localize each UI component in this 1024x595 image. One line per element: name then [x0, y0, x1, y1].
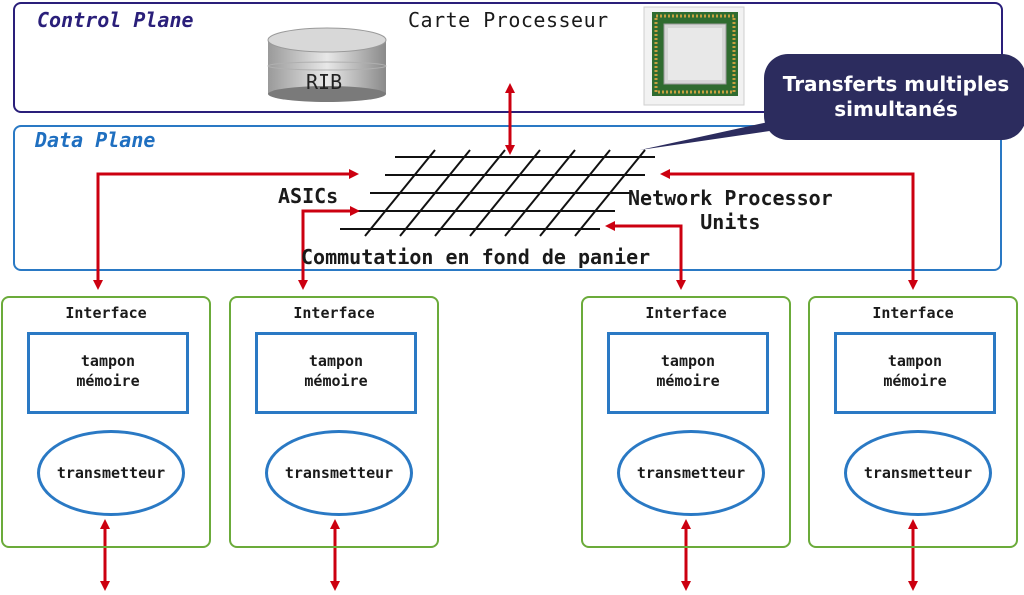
transmitter-label: transmetteur: [636, 464, 746, 482]
commutation-label: Commutation en fond de panier: [301, 245, 651, 269]
rib-database-icon: [267, 27, 387, 102]
interface-card-1: Interface tampon mémoire transmetteur: [1, 296, 211, 548]
callout-line2: simultanés: [834, 97, 958, 121]
iface2-fabric-arrow: [298, 206, 360, 290]
transmitter-ellipse: transmetteur: [37, 430, 185, 516]
transmitter-label: transmetteur: [56, 464, 166, 482]
buffer-label-line2: mémoire: [304, 372, 368, 390]
buffer-memory-box: tampon mémoire: [607, 332, 769, 414]
processor-card-label: Carte Processeur: [408, 8, 609, 32]
connection-arrows: [93, 83, 918, 591]
buffer-label-line1: tampon: [887, 352, 943, 370]
iface1-fabric-arrow: [93, 169, 359, 290]
interface-card-4: Interface tampon mémoire transmetteur: [808, 296, 1018, 548]
buffer-label-line1: tampon: [308, 352, 364, 370]
interface-title: Interface: [293, 304, 375, 322]
buffer-memory-box: tampon mémoire: [834, 332, 996, 414]
transmitter-ellipse: transmetteur: [617, 430, 765, 516]
callout-text: Transferts multiples simultanés: [770, 72, 1022, 122]
buffer-label-line2: mémoire: [656, 372, 720, 390]
npu-line2: Units: [700, 210, 761, 234]
buffer-label-line1: tampon: [660, 352, 716, 370]
callout-bubble: [640, 54, 1024, 150]
rib-label: RIB: [306, 70, 343, 94]
iface4-fabric-arrow: [660, 169, 918, 290]
control-plane-title: Control Plane: [37, 8, 194, 32]
interface-card-3: Interface tampon mémoire transmetteur: [581, 296, 791, 548]
switch-fabric-grid: [340, 149, 655, 237]
transmitter-label: transmetteur: [284, 464, 394, 482]
npu-label: Network Processor Units: [628, 186, 833, 234]
buffer-label-line1: tampon: [80, 352, 136, 370]
interface-title: Interface: [872, 304, 954, 322]
callout-line1: Transferts multiples: [782, 72, 1010, 96]
cpu-chip-icon: [643, 6, 745, 106]
npu-line1: Network Processor: [628, 186, 833, 210]
buffer-memory-box: tampon mémoire: [27, 332, 189, 414]
transmitter-ellipse: transmetteur: [844, 430, 992, 516]
data-plane-title: Data Plane: [35, 128, 156, 152]
buffer-label-line2: mémoire: [76, 372, 140, 390]
transmitter-ellipse: transmetteur: [265, 430, 413, 516]
buffer-memory-box: tampon mémoire: [255, 332, 417, 414]
interface-title: Interface: [65, 304, 147, 322]
asics-label: ASICs: [278, 184, 339, 208]
interface-card-2: Interface tampon mémoire transmetteur: [229, 296, 439, 548]
interface-title: Interface: [645, 304, 727, 322]
transmitter-label: transmetteur: [863, 464, 973, 482]
buffer-label-line2: mémoire: [883, 372, 947, 390]
